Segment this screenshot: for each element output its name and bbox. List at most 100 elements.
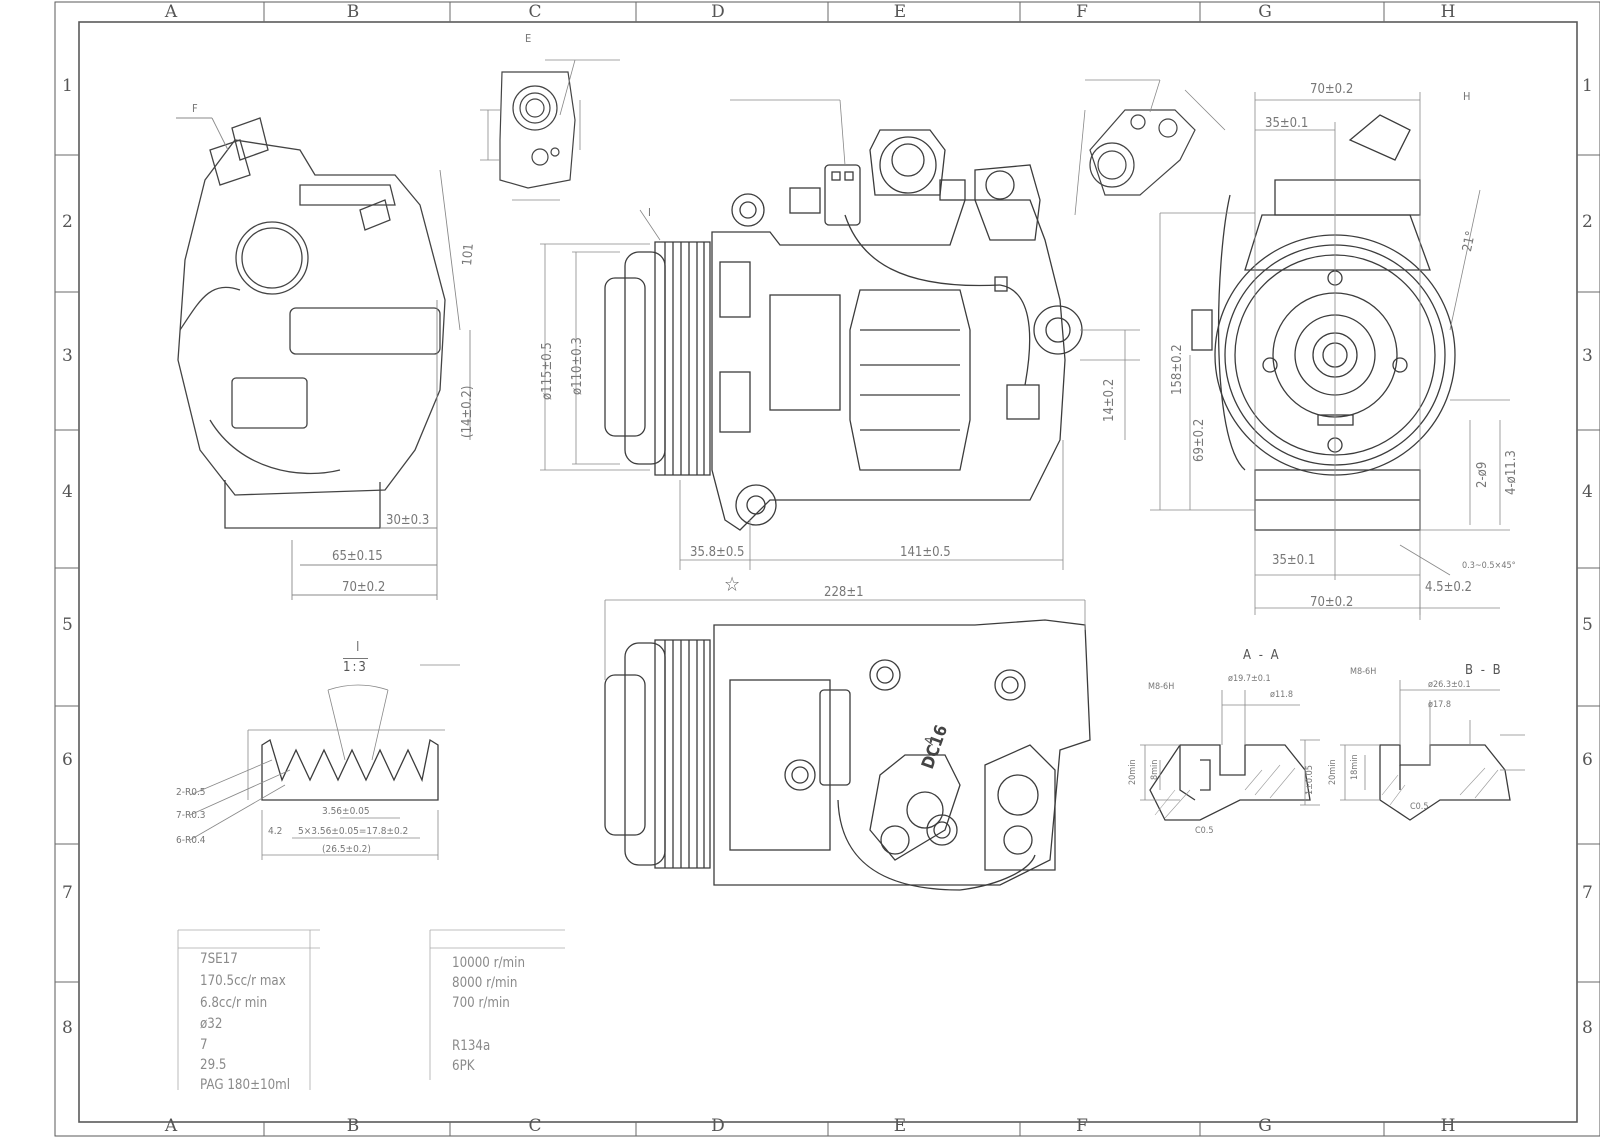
zone-col-a-top: A bbox=[164, 2, 178, 22]
dim-m8-a: M8-6H bbox=[1148, 682, 1175, 692]
dim-8min: 8min bbox=[1150, 759, 1160, 780]
zone-row-8-left: 8 bbox=[62, 1018, 73, 1038]
zone-row-5-left: 5 bbox=[62, 615, 73, 635]
zone-col-b-bottom: B bbox=[346, 1116, 360, 1136]
dim-141: 141±0.5 bbox=[900, 545, 951, 560]
dim-35-bottom: 35±0.1 bbox=[1272, 553, 1316, 568]
spec-right-6: 6PK bbox=[452, 1058, 475, 1074]
spec-left-2: 170.5cc/r max bbox=[200, 973, 286, 989]
dim-11-8: ø11.8 bbox=[1270, 690, 1293, 700]
dim-70-top: 70±0.2 bbox=[1310, 82, 1354, 97]
zone-row-3-right: 3 bbox=[1582, 346, 1593, 366]
spec-left-6: 29.5 bbox=[200, 1057, 227, 1073]
section-b-hatch bbox=[1381, 767, 1499, 806]
zone-row-8-right: 8 bbox=[1582, 1018, 1593, 1038]
dim-14-right: 14±0.2 bbox=[1102, 378, 1117, 422]
dim-26-5: (26.5±0.2) bbox=[322, 844, 371, 855]
dim-69: 69±0.2 bbox=[1192, 418, 1207, 462]
zone-row-2-left: 2 bbox=[62, 212, 73, 232]
rear-view-dims bbox=[1150, 92, 1510, 620]
detail-e-mark: E bbox=[525, 32, 532, 45]
spec-left-5: 7 bbox=[200, 1037, 208, 1053]
spec-right-5: R134a bbox=[452, 1038, 491, 1054]
dim-19-7: ø19.7±0.1 bbox=[1228, 674, 1271, 684]
detail-i-mark: I bbox=[648, 206, 651, 219]
section-a-a bbox=[1149, 744, 1311, 821]
detail-f-mark: F bbox=[192, 102, 198, 115]
dim-14-left: (14±0.2) bbox=[460, 385, 475, 438]
dim-20min-b: 20min bbox=[1328, 759, 1338, 785]
belt-profile-detail bbox=[261, 738, 439, 801]
dim-pitch: 5×3.56±0.05=17.8±0.2 bbox=[298, 826, 409, 837]
dim-7-r03: 7-R0.3 bbox=[176, 810, 206, 821]
dim-hole-2: 2-ø9 bbox=[1475, 461, 1490, 488]
zone-row-1-right: 1 bbox=[1582, 76, 1593, 96]
spec-left-1: 7SE17 bbox=[200, 951, 238, 967]
dim-18min: 18min bbox=[1350, 754, 1360, 780]
dim-4-5: 4.5±0.2 bbox=[1425, 580, 1472, 595]
detail-i-title: I bbox=[356, 640, 360, 655]
zone-col-h-bottom: H bbox=[1440, 1116, 1456, 1136]
spec-right-3: 700 r/min bbox=[452, 995, 510, 1011]
zone-row-6-right: 6 bbox=[1582, 750, 1593, 770]
zone-col-f-bottom: F bbox=[1076, 1116, 1088, 1136]
dim-dia-110: ø110±0.3 bbox=[570, 337, 585, 395]
zone-row-1-left: 1 bbox=[62, 76, 73, 96]
dim-30: 30±0.3 bbox=[386, 513, 430, 528]
dim-65: 65±0.15 bbox=[332, 549, 383, 564]
dim-158: 158±0.2 bbox=[1170, 344, 1185, 395]
section-b-b bbox=[1379, 744, 1511, 821]
dim-4-2: 4.2 bbox=[268, 826, 283, 837]
front-view-dims bbox=[540, 99, 1140, 570]
star-icon: ☆ bbox=[724, 572, 741, 596]
zone-col-a-bottom: A bbox=[164, 1116, 178, 1136]
zone-row-5-right: 5 bbox=[1582, 615, 1593, 635]
zone-ticks bbox=[55, 2, 1600, 1136]
zone-col-c-bottom: C bbox=[528, 1116, 542, 1136]
detail-h-mark: H bbox=[1463, 90, 1471, 103]
zone-col-e-top: E bbox=[893, 2, 907, 22]
outer-frame bbox=[54, 1, 1600, 1137]
zone-row-3-left: 3 bbox=[62, 346, 73, 366]
left-view-dims bbox=[176, 117, 471, 600]
inner-frame bbox=[78, 21, 1578, 1123]
section-a-a-title: A - A bbox=[1243, 648, 1281, 663]
zone-col-f-top: F bbox=[1076, 2, 1088, 22]
zone-col-e-bottom: E bbox=[893, 1116, 907, 1136]
dim-chamfer: 0.3~0.5×45° bbox=[1462, 561, 1516, 571]
rear-view bbox=[1191, 114, 1456, 531]
dim-c05-b: C0.5 bbox=[1410, 802, 1429, 812]
zone-row-2-right: 2 bbox=[1582, 212, 1593, 232]
zone-col-d-bottom: D bbox=[711, 1116, 725, 1136]
dim-101: 101 bbox=[460, 242, 477, 267]
dim-228: 228±1 bbox=[824, 585, 864, 600]
fitting-detail-f bbox=[1089, 109, 1196, 196]
left-side-view bbox=[177, 117, 446, 529]
spec-tables bbox=[177, 929, 565, 1090]
spec-right-2: 8000 r/min bbox=[452, 975, 518, 991]
front-main-view bbox=[604, 129, 1083, 531]
section-b-b-title: B - B bbox=[1465, 663, 1503, 678]
dim-6-r04: 6-R0.4 bbox=[176, 835, 206, 846]
dim-26-3: ø26.3±0.1 bbox=[1428, 680, 1471, 690]
dim-dia-115: ø115±0.5 bbox=[540, 342, 555, 400]
dim-35-8: 35.8±0.5 bbox=[690, 545, 745, 560]
spec-left-7: PAG 180±10ml bbox=[200, 1077, 291, 1093]
dim-70-left: 70±0.2 bbox=[342, 580, 386, 595]
zone-row-7-left: 7 bbox=[62, 883, 73, 903]
dim-70-bottom: 70±0.2 bbox=[1310, 595, 1354, 610]
section-a-hatch bbox=[1154, 764, 1296, 819]
zone-col-d-top: D bbox=[711, 2, 725, 22]
fitting-detail-e bbox=[499, 71, 576, 189]
dim-3-56: 3.56±0.05 bbox=[322, 806, 370, 817]
dim-bore-4: 4-ø11.3 bbox=[1504, 450, 1519, 495]
zone-col-c-top: C bbox=[528, 2, 542, 22]
spec-left-3: 6.8cc/r min bbox=[200, 995, 268, 1011]
detail-scale: 1:3 bbox=[343, 658, 368, 675]
zone-col-g-top: G bbox=[1258, 2, 1272, 22]
dim-1-005: 1±0.05 bbox=[1305, 765, 1315, 795]
zone-col-h-top: H bbox=[1440, 2, 1456, 22]
zone-row-4-right: 4 bbox=[1582, 482, 1593, 502]
spec-right-1: 10000 r/min bbox=[452, 955, 525, 971]
dim-2-r05: 2-R0.5 bbox=[176, 787, 206, 798]
